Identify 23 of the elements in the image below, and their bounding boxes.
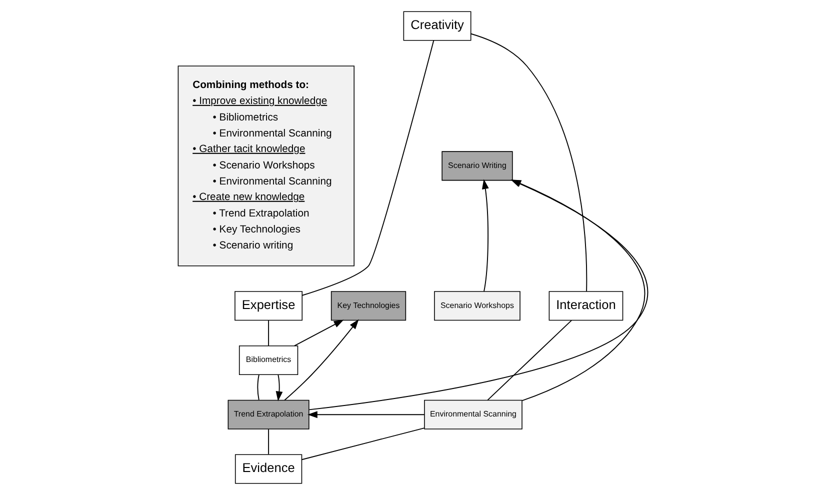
connector xyxy=(268,320,270,346)
connector xyxy=(487,320,572,401)
connector xyxy=(257,374,260,400)
node-box: Creativity xyxy=(403,11,472,41)
node-box: Bibliometrics xyxy=(238,345,298,376)
arrow xyxy=(284,319,359,401)
node-box: Expertise xyxy=(234,291,303,321)
node-box: Interaction xyxy=(548,291,624,321)
connector xyxy=(470,33,588,292)
node-box: Scenario Workshops xyxy=(434,291,520,321)
connector xyxy=(302,40,434,296)
arrow xyxy=(307,411,425,418)
node-box: Environmental Scanning xyxy=(424,400,522,430)
arrow xyxy=(294,320,344,346)
arrow xyxy=(276,374,283,402)
connector xyxy=(301,428,425,460)
arrow xyxy=(482,179,489,292)
node-box: Trend Extrapolation xyxy=(228,400,310,430)
node-box: Key Technologies xyxy=(330,291,406,321)
node-box: Scenario Writing xyxy=(442,151,513,181)
node-box: Evidence xyxy=(234,454,302,484)
connector xyxy=(268,428,270,455)
node-box: Combining methods to: • Improve existing knowledge • Bibliometrics • Environmental Scanning • Gather tacit knowledge • Scenario Workshops • Environmental Scanning • Create new knowledge • Trend Extrapolation • Key Technologies • Scenario writing xyxy=(178,66,354,266)
